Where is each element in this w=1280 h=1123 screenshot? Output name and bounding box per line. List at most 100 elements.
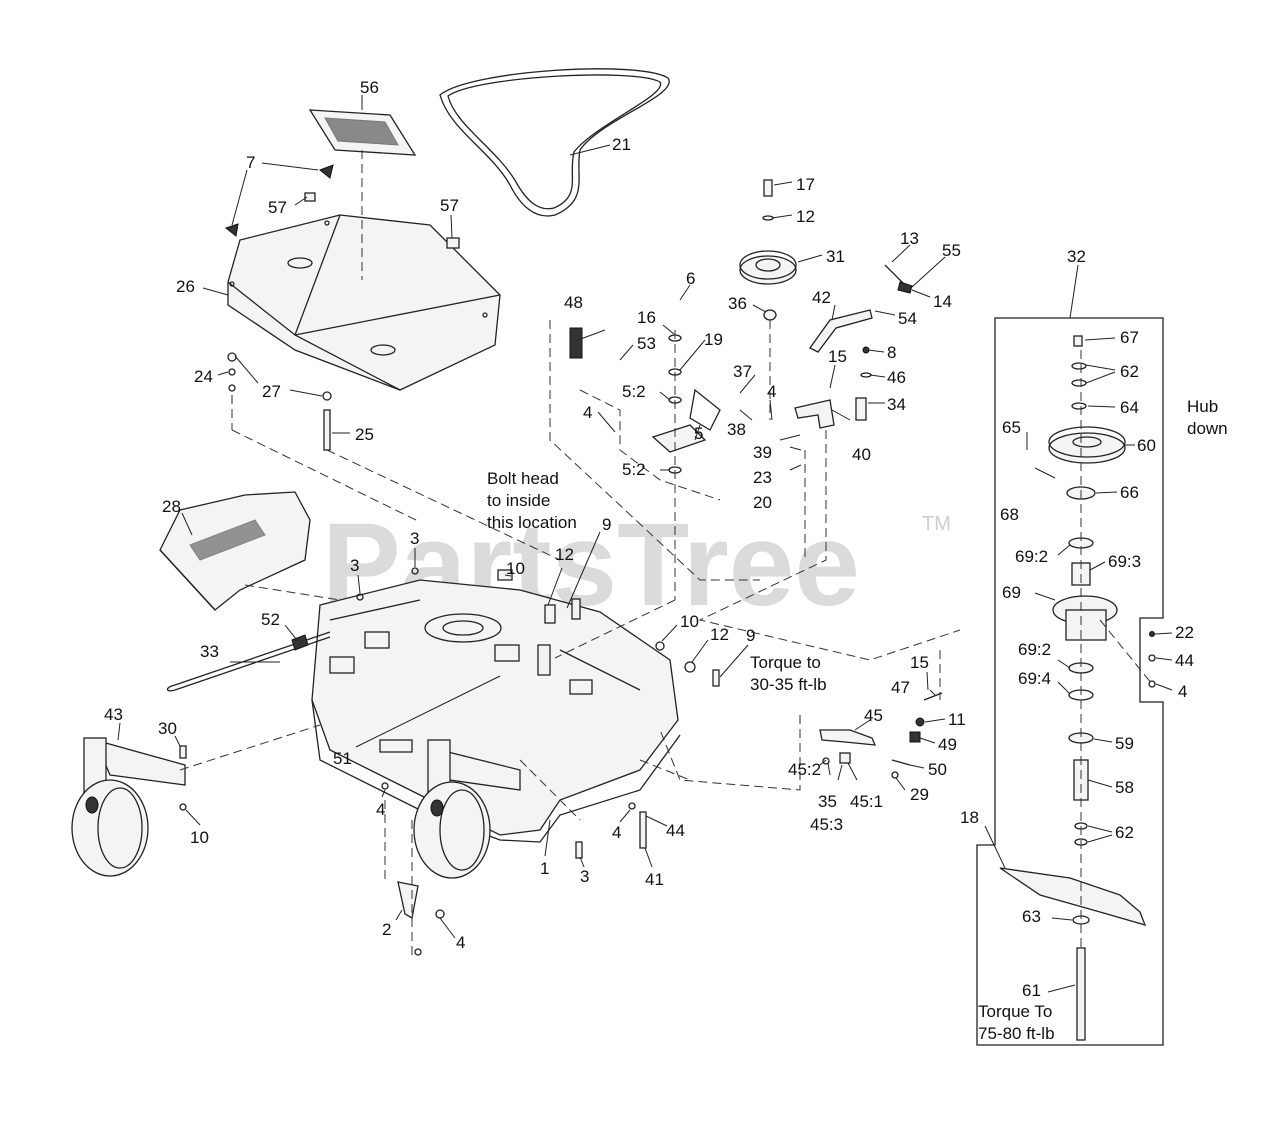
callout-8: 8 bbox=[887, 343, 896, 362]
callout-69-4: 69:4 bbox=[1018, 669, 1051, 688]
callout-10: 10 bbox=[190, 828, 209, 847]
note-hub-line2: down bbox=[1187, 419, 1228, 438]
callout-15: 15 bbox=[910, 653, 929, 672]
callout-31: 31 bbox=[826, 247, 845, 266]
spindle-parts bbox=[999, 335, 1156, 1041]
callout-69: 69 bbox=[1002, 583, 1021, 602]
callout-47: 47 bbox=[891, 678, 910, 697]
callout-50: 50 bbox=[928, 760, 947, 779]
callout-14: 14 bbox=[933, 292, 952, 311]
callout-49: 49 bbox=[938, 735, 957, 754]
callout-1: 1 bbox=[540, 859, 549, 878]
callout-58: 58 bbox=[1115, 778, 1134, 797]
callout-62: 62 bbox=[1115, 823, 1134, 842]
callout-44: 44 bbox=[666, 821, 685, 840]
callout-32: 32 bbox=[1067, 247, 1086, 266]
callout-4: 4 bbox=[767, 382, 776, 401]
leader-lines bbox=[117, 95, 1173, 993]
callout-4: 4 bbox=[376, 800, 385, 819]
callout-57: 57 bbox=[268, 198, 287, 217]
cable-linkage bbox=[819, 692, 943, 779]
callout-35: 35 bbox=[818, 792, 837, 811]
callout-38: 38 bbox=[727, 420, 746, 439]
callout-10: 10 bbox=[680, 612, 699, 631]
explode-lines bbox=[179, 150, 1153, 955]
callout-41: 41 bbox=[645, 870, 664, 889]
idler-bracket-assembly bbox=[569, 327, 721, 474]
notes: Hub down Bolt head to inside this locati… bbox=[487, 397, 1228, 1043]
callout-62: 62 bbox=[1120, 362, 1139, 381]
note-bolt-line1: Bolt head bbox=[487, 469, 559, 488]
callout-52: 52 bbox=[261, 610, 280, 629]
note-bolt-line3: this location bbox=[487, 513, 577, 532]
callout-19: 19 bbox=[704, 330, 723, 349]
callout-16: 16 bbox=[637, 308, 656, 327]
callout-64: 64 bbox=[1120, 398, 1139, 417]
callout-55: 55 bbox=[942, 241, 961, 260]
note-torque2-line2: 75-80 ft-lb bbox=[978, 1024, 1055, 1043]
callout-13: 13 bbox=[900, 229, 919, 248]
callout-61: 61 bbox=[1022, 981, 1041, 1000]
callout-28: 28 bbox=[162, 497, 181, 516]
callout-4: 4 bbox=[456, 933, 465, 952]
callout-54: 54 bbox=[898, 309, 917, 328]
callout-65: 65 bbox=[1002, 418, 1021, 437]
callout-15: 15 bbox=[828, 347, 847, 366]
note-torque1-line1: Torque to bbox=[750, 653, 821, 672]
cover-knobs bbox=[224, 164, 460, 451]
callout-9: 9 bbox=[602, 515, 611, 534]
caster-left bbox=[71, 737, 186, 877]
discharge-chute bbox=[159, 491, 311, 611]
callout-59: 59 bbox=[1115, 734, 1134, 753]
callout-56: 56 bbox=[360, 78, 379, 97]
callout-45: 45 bbox=[864, 706, 883, 725]
callout-24: 24 bbox=[194, 367, 213, 386]
callout-69-2: 69:2 bbox=[1015, 547, 1048, 566]
spindle-box bbox=[976, 317, 1164, 1046]
callout-34: 34 bbox=[887, 395, 906, 414]
callout-43: 43 bbox=[104, 705, 123, 724]
callout-69-2: 69:2 bbox=[1018, 640, 1051, 659]
callout-21: 21 bbox=[612, 135, 631, 154]
callout-57: 57 bbox=[440, 196, 459, 215]
callout-45-2: 45:2 bbox=[788, 760, 821, 779]
deck-hardware bbox=[179, 567, 720, 956]
callout-25: 25 bbox=[355, 425, 374, 444]
callout-36: 36 bbox=[728, 294, 747, 313]
callout-4: 4 bbox=[1178, 682, 1187, 701]
callout-10: 10 bbox=[506, 559, 525, 578]
callout-11: 11 bbox=[948, 710, 966, 729]
callout-29: 29 bbox=[910, 785, 929, 804]
callout-12: 12 bbox=[710, 625, 729, 644]
callout-20: 20 bbox=[753, 493, 772, 512]
callout-42: 42 bbox=[812, 288, 831, 307]
callout-46: 46 bbox=[887, 368, 906, 387]
callout-4: 4 bbox=[583, 403, 592, 422]
callout-69-3: 69:3 bbox=[1108, 552, 1141, 571]
callout-44: 44 bbox=[1175, 651, 1194, 670]
note-torque2-line1: Torque To bbox=[978, 1002, 1052, 1021]
callout-5: 5 bbox=[694, 424, 703, 443]
callout-5-2: 5:2 bbox=[622, 460, 646, 479]
note-bolt-line2: to inside bbox=[487, 491, 550, 510]
callout-63: 63 bbox=[1022, 907, 1041, 926]
callout-68: 68 bbox=[1000, 505, 1019, 524]
callout-12: 12 bbox=[555, 545, 574, 564]
belt bbox=[439, 68, 670, 217]
lift-lever bbox=[809, 264, 913, 353]
callout-18: 18 bbox=[960, 808, 979, 827]
callout-3: 3 bbox=[350, 556, 359, 575]
caster-right bbox=[413, 739, 521, 879]
callout-40: 40 bbox=[852, 445, 871, 464]
note-hub-line1: Hub bbox=[1187, 397, 1218, 416]
callout-66: 66 bbox=[1120, 483, 1139, 502]
callout-5-2: 5:2 bbox=[622, 382, 646, 401]
callout-37: 37 bbox=[733, 362, 752, 381]
callout-53: 53 bbox=[637, 334, 656, 353]
callout-33: 33 bbox=[200, 642, 219, 661]
callout-67: 67 bbox=[1120, 328, 1139, 347]
logo-decal bbox=[308, 109, 417, 156]
mower-deck bbox=[311, 579, 681, 843]
callout-39: 39 bbox=[753, 443, 772, 462]
callout-26: 26 bbox=[176, 277, 195, 296]
